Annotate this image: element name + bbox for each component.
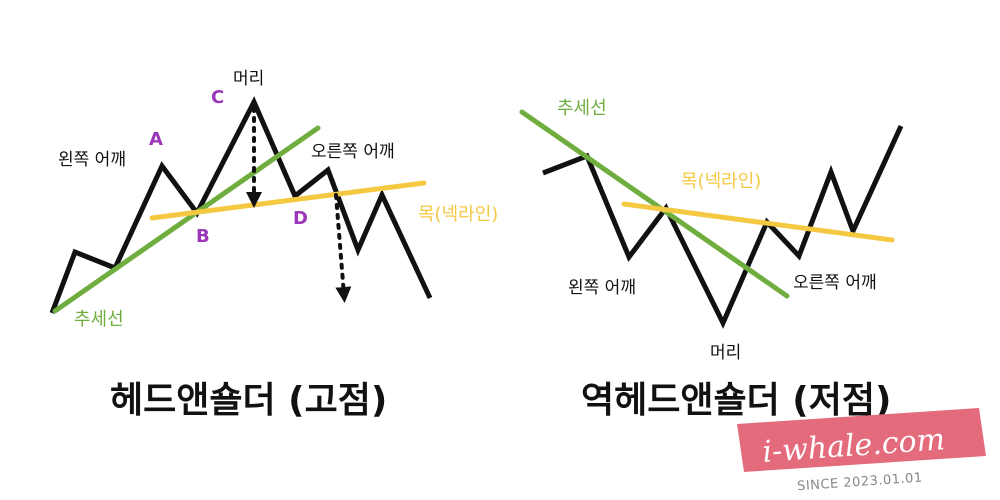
head-label-right: 머리: [710, 343, 741, 363]
neckline-label-left: 목(넥라인): [418, 204, 498, 225]
price-line-right: [542, 124, 904, 329]
inverse-head-and-shoulders-diagram: 추세선 목(넥라인) 왼쪽 어깨 오른쪽 어깨 머리 역헤드앤숄더 (저점): [519, 98, 904, 421]
point-c-label: C: [211, 87, 224, 108]
target-arrow-breakout: [334, 193, 352, 303]
right-shoulder-label-left: 오른쪽 어깨: [311, 142, 395, 162]
head-and-shoulders-diagram: 머리 왼쪽 어깨 오른쪽 어깨 목(넥라인) 추세선 A B C D 헤드앤숄더…: [49, 69, 498, 421]
right-diagram-title: 역헤드앤숄더 (저점): [581, 380, 891, 421]
trendline-left: [52, 125, 321, 314]
watermark-since: SINCE 2023.01.01: [797, 471, 923, 495]
point-a-label: A: [149, 129, 163, 150]
head-label-left: 머리: [233, 69, 264, 89]
point-d-label: D: [293, 208, 308, 229]
right-shoulder-label-right: 오른쪽 어깨: [793, 273, 877, 293]
left-shoulder-label-right: 왼쪽 어깨: [568, 278, 636, 298]
neckline-left: [149, 180, 427, 221]
price-line-left: [49, 96, 433, 314]
trendline-label-left: 추세선: [74, 309, 124, 330]
point-b-label: B: [196, 226, 210, 247]
neckline-right: [621, 201, 895, 243]
left-shoulder-label-left: 왼쪽 어깨: [58, 150, 126, 170]
trendline-right: [519, 109, 790, 299]
left-diagram-title: 헤드앤숄더 (고점): [110, 380, 387, 421]
watermark-banner: [737, 408, 986, 472]
trendline-label-right: 추세선: [557, 98, 607, 119]
neckline-label-right: 목(넥라인): [681, 171, 761, 192]
